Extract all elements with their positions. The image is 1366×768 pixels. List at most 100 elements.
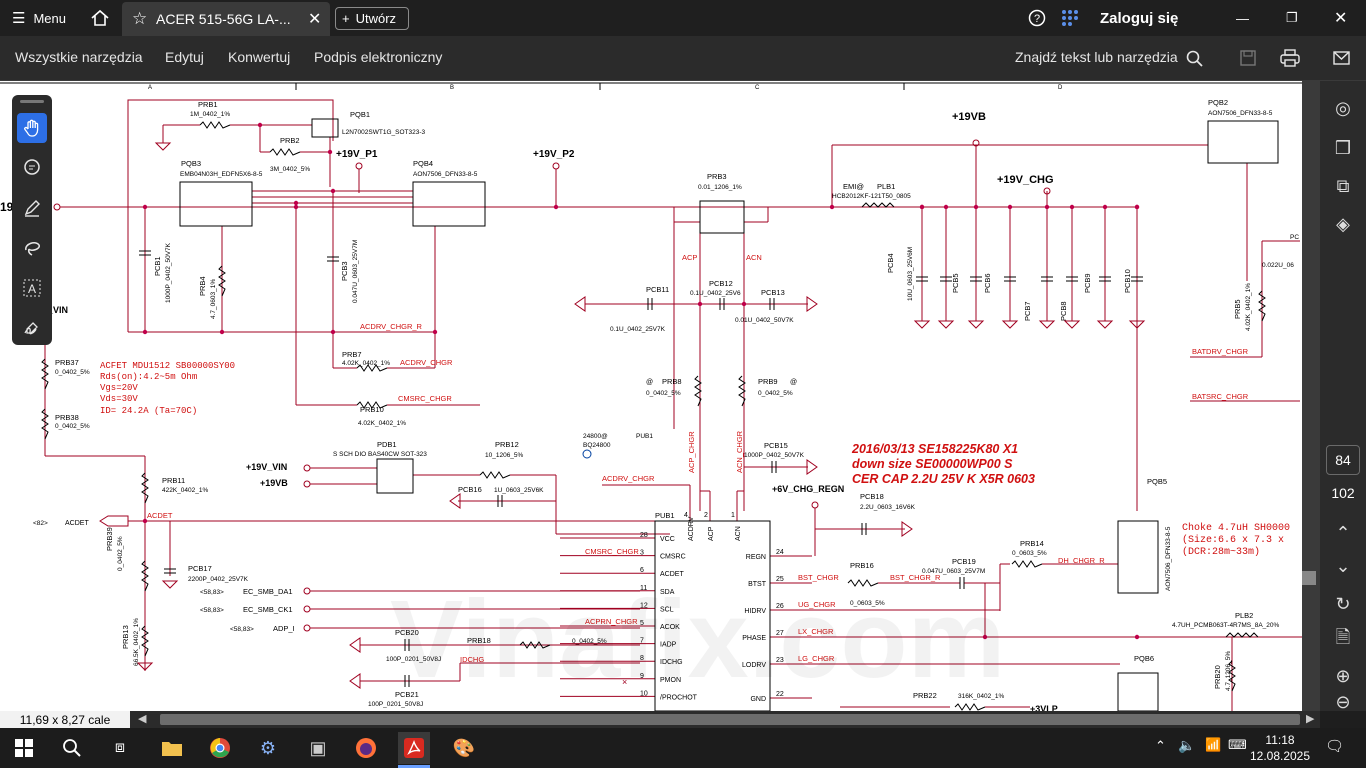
- mail-icon[interactable]: [1333, 51, 1350, 65]
- chrome-button[interactable]: [204, 732, 236, 764]
- control-panel-button[interactable]: ⚙: [252, 732, 284, 764]
- layers-button[interactable]: ◈: [1328, 209, 1358, 239]
- pages-button[interactable]: ⧉: [1328, 171, 1358, 201]
- maximize-button[interactable]: ❐: [1286, 0, 1298, 36]
- resistor: [269, 148, 301, 156]
- label-acdrv2: ACDRV_CHGR: [400, 358, 453, 367]
- label-lxchgr: LX_CHGR: [798, 627, 834, 636]
- label-bq2: BQ24800: [583, 442, 611, 449]
- menu-button[interactable]: ☰ Menu: [12, 0, 66, 36]
- junction-dot: [327, 149, 333, 155]
- apps-button[interactable]: [1061, 0, 1079, 36]
- menu-convert[interactable]: Konwertuj: [228, 49, 291, 65]
- notification-icon[interactable]: 🗨: [1325, 738, 1345, 755]
- vertical-scrollbar-thumb[interactable]: [1302, 571, 1316, 585]
- window-close-button[interactable]: ✕: [1334, 0, 1347, 36]
- chevron-down-icon: ⌄: [1335, 555, 1351, 576]
- palette-icon: 🎨: [452, 737, 476, 758]
- label-pcb4: PCB4: [886, 253, 895, 273]
- current-sense-resistor: [699, 200, 745, 234]
- save-icon[interactable]: [1240, 50, 1256, 66]
- junction-dot: [1044, 204, 1050, 210]
- label-prb37v: 0_0402_5%: [55, 369, 90, 376]
- label-acdet: ACDET: [65, 520, 89, 527]
- search-tools-label[interactable]: Znajdź tekst lub narzędzia: [1015, 49, 1178, 65]
- close-icon[interactable]: ✕: [308, 11, 322, 28]
- label-emi: EMI@: [843, 182, 864, 191]
- ic-pin-name: IADP: [660, 642, 677, 649]
- horizontal-scrollbar[interactable]: [160, 714, 1300, 725]
- ic-pin-name: /PROCHOT: [660, 694, 698, 701]
- label-red2: down size SE00000WP00 S: [852, 457, 1013, 471]
- drag-handle[interactable]: [20, 100, 44, 103]
- firefox-button[interactable]: [350, 732, 382, 764]
- resistor: [847, 579, 879, 587]
- zoom-in-button[interactable]: ⊕: [1328, 661, 1358, 691]
- label-prb8v: 0_0402_5%: [646, 390, 681, 397]
- comment-tool[interactable]: [17, 153, 47, 183]
- zoom-out-button[interactable]: ⊖: [1328, 692, 1358, 712]
- help-button[interactable]: ?: [1028, 0, 1046, 36]
- start-button[interactable]: [8, 732, 40, 764]
- menu-all-tools[interactable]: Wszystkie narzędzia: [15, 49, 143, 65]
- home-button[interactable]: [90, 0, 110, 36]
- volume-icon[interactable]: 🔈: [1178, 737, 1196, 753]
- border-letter: C: [755, 85, 760, 91]
- label-prb14: PRB14: [1020, 539, 1044, 548]
- hand-tool[interactable]: [17, 113, 47, 143]
- sign-tool[interactable]: [17, 313, 47, 343]
- pin-number: 24: [776, 549, 784, 556]
- search-icon[interactable]: [1186, 50, 1203, 67]
- file-explorer-button[interactable]: [156, 732, 188, 764]
- draw-tool[interactable]: [17, 233, 47, 263]
- network-icon[interactable]: 📶: [1205, 737, 1222, 752]
- document-tab[interactable]: ☆ ACER 515-56G LA-... ✕: [122, 2, 330, 36]
- menu-esign[interactable]: Podpis elektroniczny: [314, 49, 443, 65]
- label-note1: ACFET MDU1512 SB00000SY00: [100, 361, 235, 371]
- login-button[interactable]: Zaloguj się: [1100, 9, 1179, 27]
- bookmarks-button[interactable]: ❒: [1328, 133, 1358, 163]
- highlight-tool[interactable]: [17, 193, 47, 223]
- junction-dot: [330, 188, 336, 194]
- page-up-button[interactable]: ⌃: [1328, 518, 1358, 548]
- search-taskbar-button[interactable]: [56, 732, 88, 764]
- ground-symbol: [1096, 320, 1114, 329]
- label-pcb8: PCB8: [1059, 301, 1068, 321]
- mosfet-pqb3: [179, 181, 253, 227]
- junction-dot: [1134, 634, 1140, 640]
- testpoint: [582, 449, 592, 459]
- text-tool[interactable]: A: [17, 273, 47, 303]
- ai-assistant-button[interactable]: ◎: [1328, 93, 1358, 123]
- page-down-button[interactable]: ⌄: [1328, 551, 1358, 581]
- folder-icon: [162, 742, 182, 756]
- print-icon[interactable]: [1280, 49, 1300, 67]
- junction-dot: [919, 204, 925, 210]
- monitor-app-button[interactable]: ▣: [302, 732, 334, 764]
- task-view-button[interactable]: ⧈: [104, 732, 136, 764]
- junction-dot: [982, 634, 988, 640]
- extract-button[interactable]: 🗎: [1328, 625, 1358, 655]
- label-pcb21v: 100P_0201_50V8J: [368, 701, 423, 708]
- scroll-left-icon[interactable]: ◀: [138, 713, 147, 725]
- mosfet-pqb6: [1117, 672, 1159, 711]
- ground-symbol: [1038, 320, 1056, 329]
- connector: [552, 162, 560, 170]
- junction-dot: [1007, 204, 1013, 210]
- rotate-button[interactable]: ↻: [1328, 589, 1358, 619]
- paint-app-button[interactable]: 🎨: [448, 732, 480, 764]
- label-idchg: IDCHG: [460, 655, 484, 664]
- menu-edit[interactable]: Edytuj: [165, 49, 204, 65]
- star-icon[interactable]: ☆: [132, 9, 148, 28]
- minimize-button[interactable]: —: [1236, 0, 1249, 36]
- pin-number: 25: [776, 576, 784, 583]
- tray-chevron-icon[interactable]: ⌃: [1155, 738, 1166, 753]
- system-clock[interactable]: 11:18 12.08.2025: [1248, 732, 1312, 764]
- acrobat-button[interactable]: [398, 732, 430, 764]
- language-icon[interactable]: ⌨: [1228, 737, 1247, 752]
- label-pcb12v: 0.1U_0402_25V6: [690, 290, 741, 297]
- current-page-input[interactable]: 84: [1326, 445, 1360, 475]
- scroll-right-icon[interactable]: ▶: [1306, 713, 1315, 725]
- create-button[interactable]: + Utwórz: [335, 7, 409, 30]
